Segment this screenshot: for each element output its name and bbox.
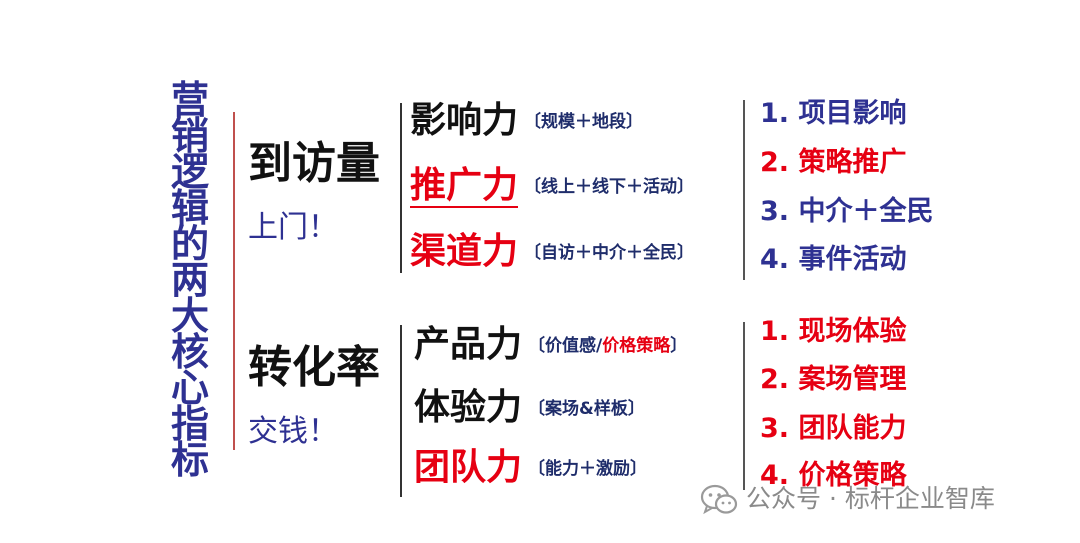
list-item: 1. 项目影响 <box>760 98 907 129</box>
force-name: 体验力 <box>414 387 523 428</box>
force-team: 团队力〔能力＋激励〕 <box>414 448 647 489</box>
vertical-title: 营销逻辑的两大核心指标 <box>170 78 209 482</box>
force-influence: 影响力〔规模＋地段〕 <box>410 101 643 142</box>
wechat-icon <box>700 484 738 515</box>
detail-part: 〕 <box>670 336 688 356</box>
force-name: 渠道力 <box>410 231 519 272</box>
force-detail: 〔线上＋线下＋活动〕 <box>524 177 695 197</box>
group1-left-divider <box>400 103 402 273</box>
group2-left-divider <box>400 325 402 497</box>
force-name: 推广力 <box>410 165 519 208</box>
force-detail: 〔能力＋激励〕 <box>528 459 648 479</box>
list-item: 4. 事件活动 <box>760 244 907 275</box>
force-product: 产品力〔价值感/价格策略〕 <box>414 325 687 366</box>
force-detail: 〔规模＋地段〕 <box>524 112 644 132</box>
metric-visits: 到访量 <box>248 138 380 189</box>
metric-conversion: 转化率 <box>248 342 380 393</box>
detail-part: 〔价值感/ <box>528 336 603 356</box>
title-divider <box>233 112 235 450</box>
force-channel: 渠道力〔自访＋中介＋全民〕 <box>410 232 694 273</box>
list-item: 3. 中介＋全民 <box>760 196 934 227</box>
force-detail: 〔自访＋中介＋全民〕 <box>524 243 695 263</box>
list-item: 3. 团队能力 <box>760 413 907 444</box>
group1-right-divider <box>743 100 745 280</box>
list-item: 4. 价格策略 <box>760 460 907 491</box>
force-detail: 〔价值感/价格策略〕 <box>528 336 687 356</box>
group2-right-divider <box>743 322 745 490</box>
metric-conversion-sub: 交钱！ <box>248 414 338 449</box>
force-promotion: 推广力〔线上＋线下＋活动〕 <box>410 166 694 208</box>
detail-part-highlight: 价格策略 <box>602 336 671 356</box>
list-item: 2. 策略推广 <box>760 147 907 178</box>
list-item: 1. 现场体验 <box>760 316 907 347</box>
force-name: 影响力 <box>410 100 519 141</box>
force-name: 产品力 <box>414 324 523 365</box>
list-item: 2. 案场管理 <box>760 364 907 395</box>
force-name: 团队力 <box>414 447 523 488</box>
force-experience: 体验力〔案场&样板〕 <box>414 388 645 429</box>
footer-watermark: 公众号 · 标杆企业智库 <box>746 484 995 513</box>
metric-visits-sub: 上门！ <box>248 210 338 245</box>
force-detail: 〔案场&样板〕 <box>528 399 645 419</box>
